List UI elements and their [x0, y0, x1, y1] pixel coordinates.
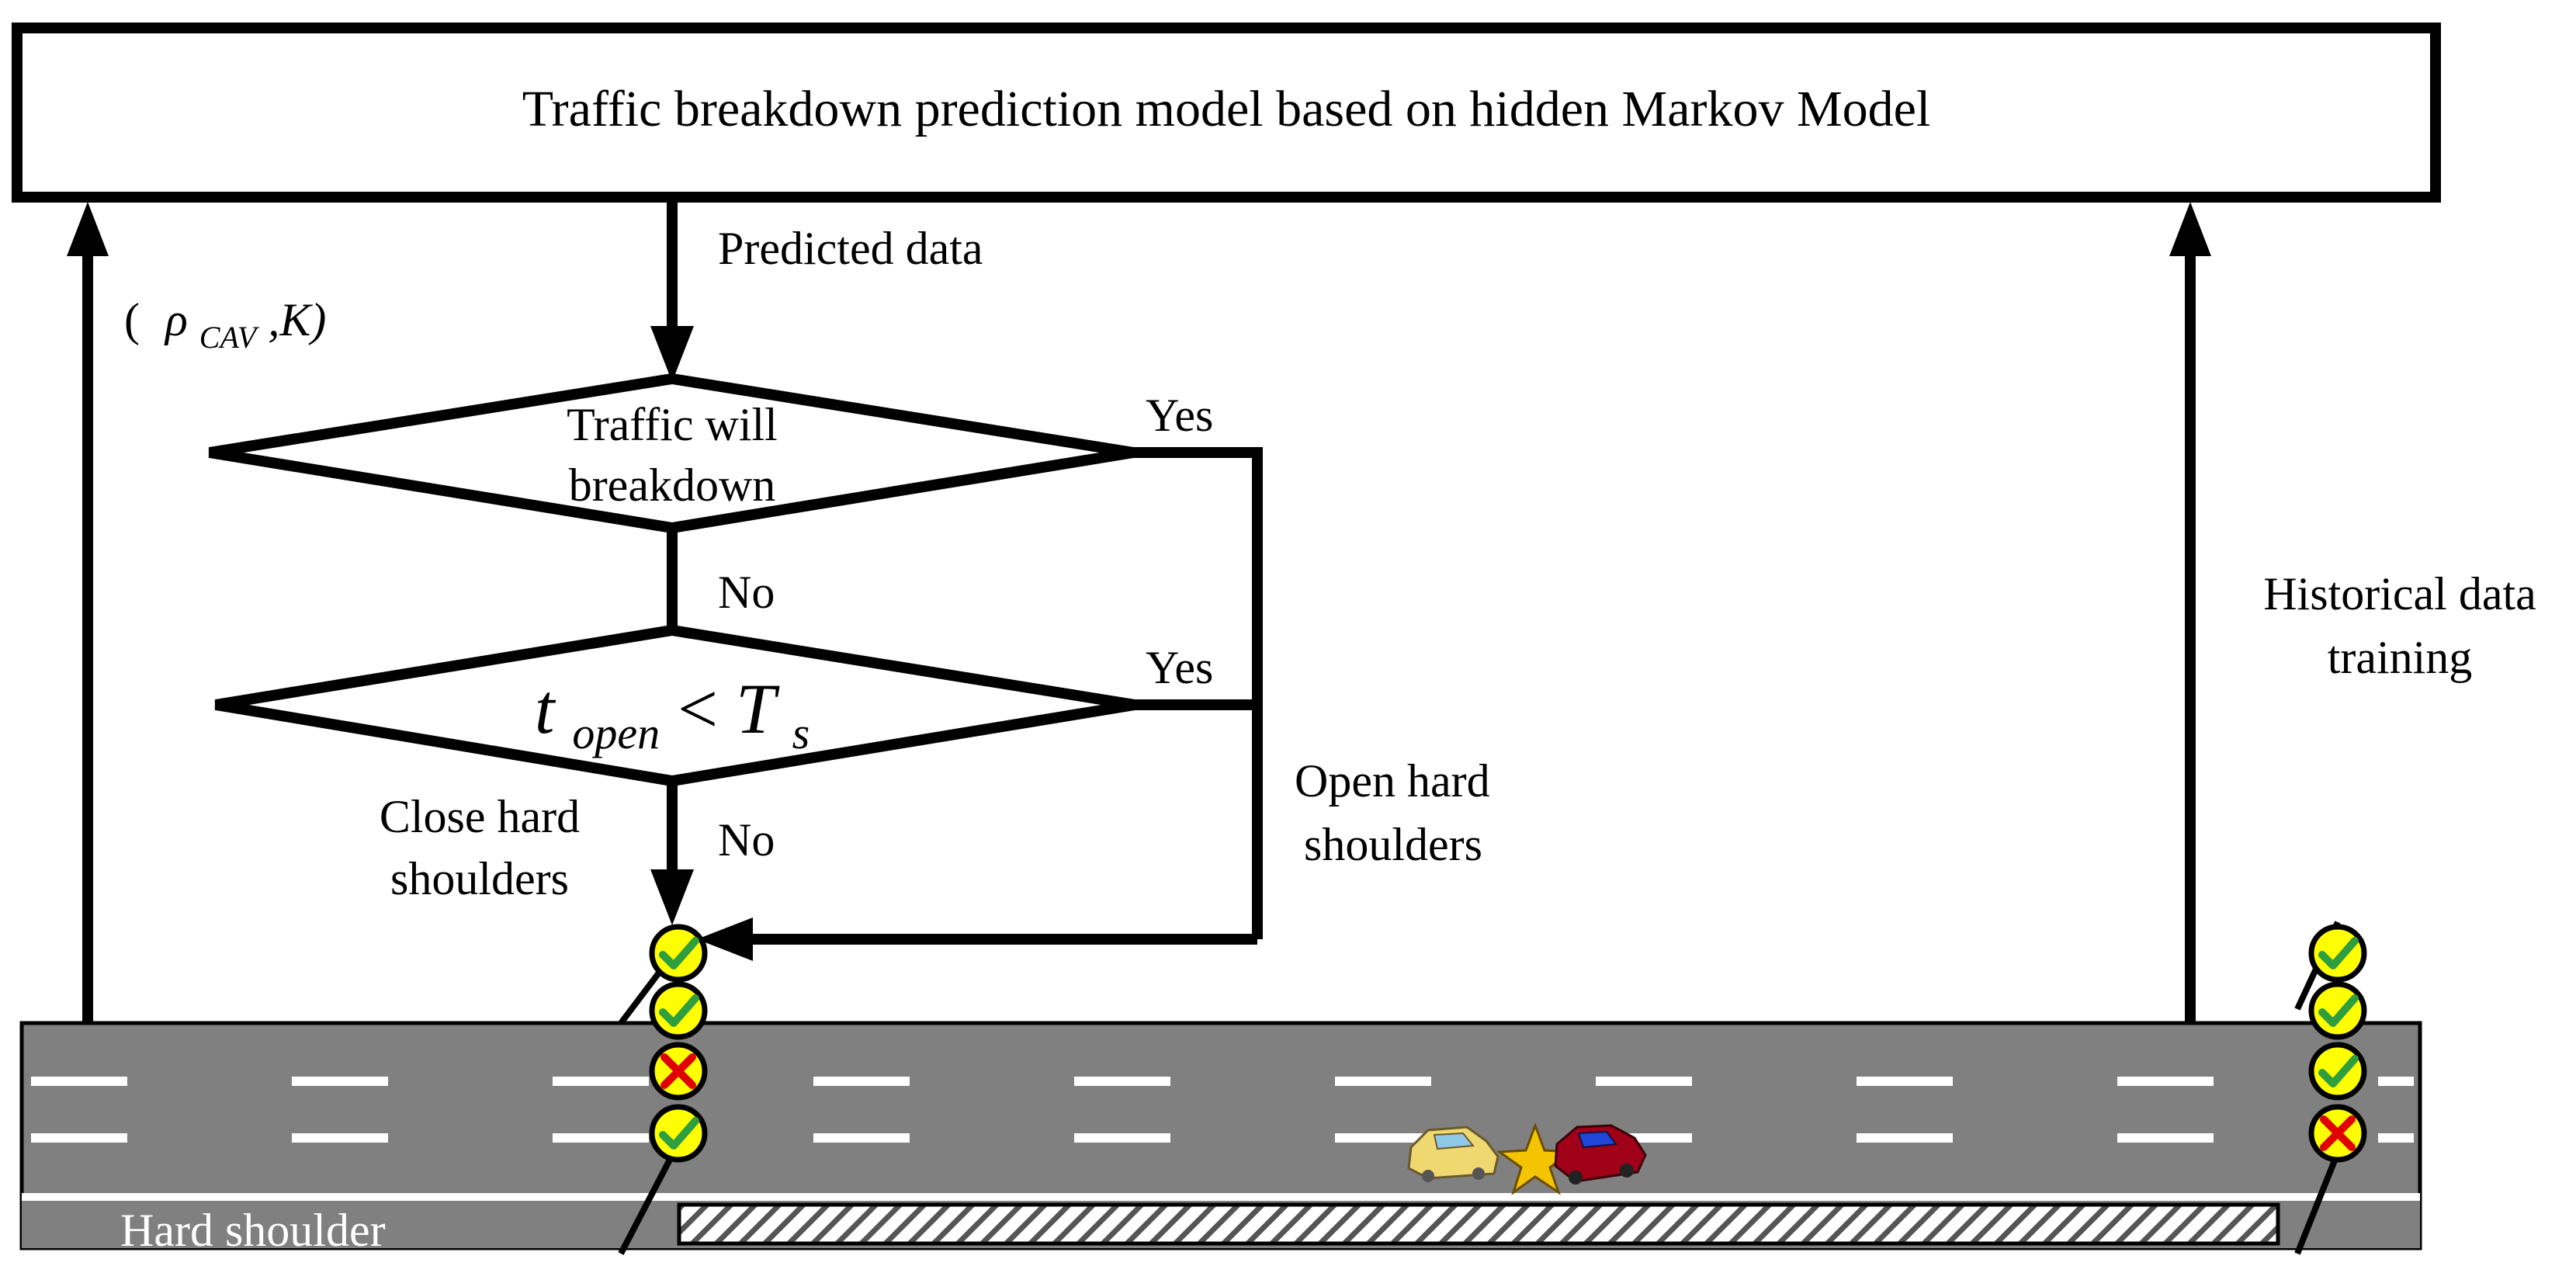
- formula-t-sub: open: [572, 708, 660, 758]
- close-label-line1: Close hard: [380, 791, 580, 842]
- formula-t: t: [535, 669, 556, 748]
- cross-icon: [2320, 1115, 2356, 1151]
- check-icon: [2318, 1055, 2359, 1087]
- no-label-bottom: No: [718, 814, 775, 865]
- check-icon: [659, 937, 699, 969]
- left-gantry-signals: [649, 924, 708, 1163]
- left-gantry-pole-bottom: [618, 1155, 674, 1255]
- check-icon: [2318, 937, 2359, 969]
- yellow-car-icon: [1407, 1126, 1499, 1182]
- close-arrow-head: [650, 869, 694, 925]
- historical-label-line1: Historical data: [2263, 568, 2536, 619]
- close-label-line2: shoulders: [390, 853, 569, 904]
- right-signal-3-check: [2308, 1042, 2367, 1101]
- decision1-line1: Traffic will: [567, 399, 778, 450]
- input-paren-open: (: [124, 294, 140, 345]
- formula-lt: <: [678, 669, 718, 748]
- training-arrow-head: [2169, 202, 2211, 256]
- historical-label-line2: training: [2328, 632, 2473, 683]
- right-signal-4-cross: [2308, 1104, 2367, 1163]
- input-tail: ,K): [268, 294, 326, 345]
- predicted-arrow-head: [650, 326, 694, 382]
- model-box-title: Traffic breakdown prediction model based…: [522, 81, 1931, 137]
- road: Hard shoulder: [19, 1021, 2422, 1256]
- right-signal-1-check: [2308, 924, 2367, 983]
- yes-branch-top: [1133, 447, 1263, 939]
- check-icon: [659, 994, 699, 1027]
- red-car-icon: [1554, 1124, 1647, 1185]
- left-signal-4-check: [649, 1104, 708, 1163]
- left-signal-2-check: [649, 981, 708, 1040]
- input-arrow-head: [67, 202, 109, 256]
- hard-shoulder-label: Hard shoulder: [120, 1205, 386, 1256]
- open-arrow-head: [697, 917, 753, 961]
- open-label-line1: Open hard: [1295, 755, 1490, 806]
- decision1-line2: breakdown: [569, 460, 776, 511]
- left-signal-3-cross: [649, 1042, 708, 1101]
- yes-label-bottom: Yes: [1146, 642, 1213, 693]
- model-box: [12, 23, 2441, 203]
- left-signal-1-check: [649, 924, 708, 983]
- check-icon: [2318, 994, 2359, 1027]
- right-signal-2-check: [2308, 981, 2367, 1040]
- yes-label-top: Yes: [1146, 390, 1213, 441]
- formula-T-sub: s: [792, 708, 810, 758]
- check-icon: [659, 1117, 699, 1150]
- input-rho: ρ: [164, 294, 188, 345]
- formula-T: T: [736, 669, 780, 748]
- input-variables-label: ( ρ CAV ,K): [124, 294, 326, 358]
- right-gantry-pole-bottom: [2294, 1151, 2341, 1255]
- crash-scene: [1407, 1122, 1647, 1195]
- decision2-formula: t open < T s: [535, 669, 810, 764]
- open-label-line2: shoulders: [1304, 819, 1482, 870]
- no-label-top: No: [718, 567, 775, 618]
- input-sub-cav: CAV: [199, 320, 260, 355]
- hard-shoulder-hatch: [677, 1202, 2280, 1246]
- predicted-data-label: Predicted data: [718, 223, 983, 274]
- right-gantry-signals: [2308, 924, 2367, 1163]
- cross-icon: [660, 1053, 696, 1089]
